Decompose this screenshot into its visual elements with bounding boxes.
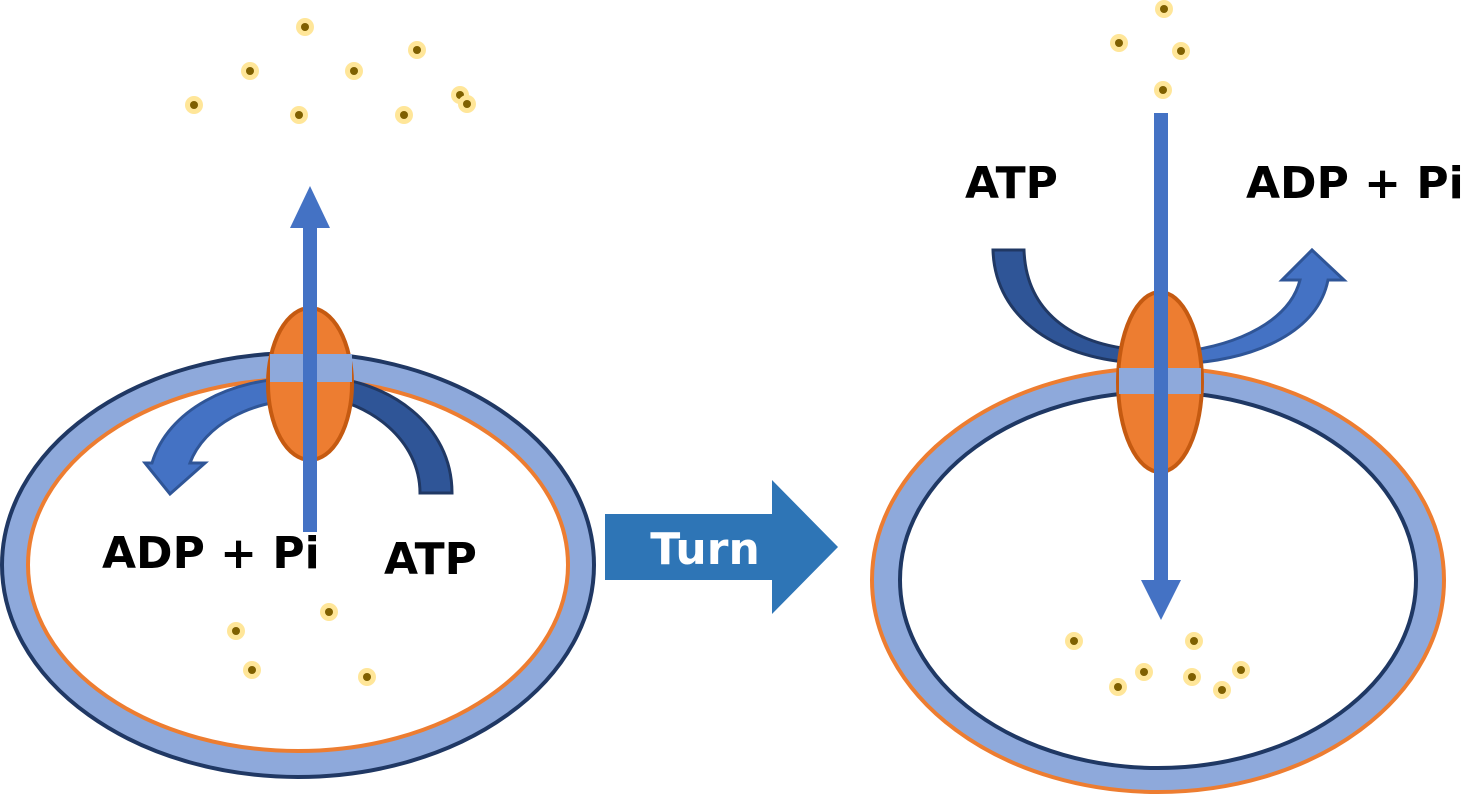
molecule: [1154, 81, 1172, 99]
molecule: [358, 668, 376, 686]
left-adp-label: ADP + Pi: [102, 528, 320, 579]
molecule: [408, 41, 426, 59]
right-cell: ATP ADP + Pi: [870, 113, 1464, 794]
molecule: [320, 603, 338, 621]
molecule: [1232, 661, 1250, 679]
left-atp-label: ATP: [384, 534, 477, 585]
right-adp-label: ADP + Pi: [1246, 158, 1464, 209]
turn-label: Turn: [650, 524, 760, 575]
molecule: [243, 661, 261, 679]
right-atp-curved-arrow: [991, 248, 1142, 365]
right-atp-label: ATP: [965, 158, 1058, 209]
right-adp-curved-arrow: [1178, 247, 1348, 366]
molecule: [227, 622, 245, 640]
molecule: [1213, 681, 1231, 699]
molecules: [185, 0, 1250, 699]
left-adp-curved-arrow: [141, 376, 302, 497]
molecule: [345, 62, 363, 80]
left-up-arrow-head: [290, 186, 330, 228]
right-down-arrow-head: [1141, 580, 1181, 620]
molecule: [458, 95, 476, 113]
molecule: [395, 106, 413, 124]
molecule: [185, 96, 203, 114]
left-cell: ADP + Pi ATP: [0, 186, 596, 779]
molecule: [296, 18, 314, 36]
molecule: [1110, 34, 1128, 52]
molecule: [1185, 632, 1203, 650]
left-up-arrow-shaft: [303, 226, 317, 532]
molecule: [1172, 42, 1190, 60]
molecule: [1065, 632, 1083, 650]
molecule: [241, 62, 259, 80]
molecule: [1155, 0, 1173, 18]
molecule: [290, 106, 308, 124]
right-down-arrow-shaft: [1154, 113, 1168, 583]
molecule: [1183, 668, 1201, 686]
molecule: [1109, 678, 1127, 696]
molecule: [1135, 663, 1153, 681]
turn-arrow-shape: [605, 480, 838, 614]
turn-arrow: Turn: [605, 480, 838, 614]
